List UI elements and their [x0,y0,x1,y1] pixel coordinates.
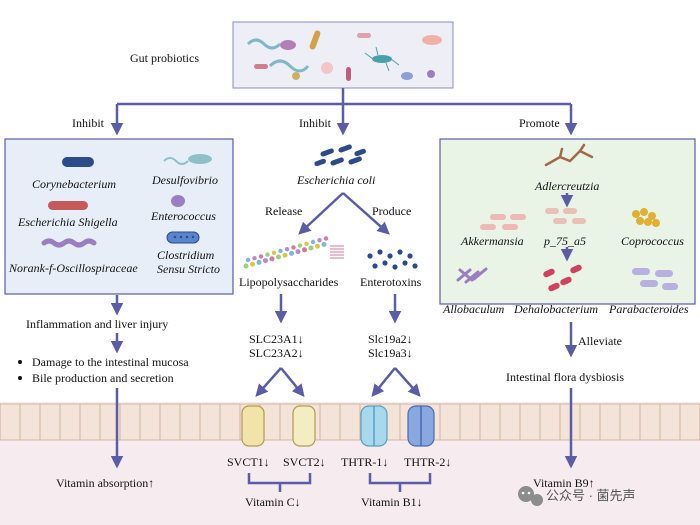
middle-split-arrows [298,192,390,235]
vitamin-c-label: Vitamin C↓ [245,495,301,509]
bacterium-sensu-stricto: Sensu Stricto [157,262,220,276]
watermark-text: 公众号 · 菌先声 [546,488,636,503]
bacterium-desulfovibrio: Desulfovibrio [151,173,218,187]
gene-slc19a2: Slc19a2↓ [368,332,413,346]
produce-label: Produce [372,204,411,218]
branch-connectors [110,88,578,136]
gene-slc19a3: Slc19a3↓ [368,346,413,360]
lps-image [243,236,344,269]
right-bacteria-box [439,138,696,305]
bacterium-p75a5: p_75_a5 [543,234,586,248]
middle-down-arrows [255,294,421,397]
bullet-bile: Bile production and secretion [32,371,174,385]
bacterium-coprococcus: Coprococcus [621,234,684,248]
inhibit-middle-label: Inhibit [299,116,332,130]
enterotoxins-label: Enterotoxins [360,275,422,289]
vitamin-brackets [247,473,432,492]
gene-slc23a2: SLC23A2↓ [249,346,304,360]
bacterium-enterococcus: Enterococcus [150,209,216,223]
inflammation-label: Inflammation and liver injury [26,317,168,331]
transporter-svct2: SVCT2↓ [283,455,326,469]
vitamin-b9-label: Vitamin B9↑ [533,476,595,490]
bacterium-akkermansia: Akkermansia [460,234,524,248]
lps-label: Lipopolysaccharides [239,275,339,289]
top-label: Gut probiotics [130,51,199,65]
bacterium-oscillospiraceae: Norank-f-Oscillospiraceae [8,261,138,275]
bacterium-allobaculum: Allobaculum [442,302,505,316]
probiotics-image [232,21,454,89]
dysbiosis-label: Intestinal flora dysbiosis [506,370,624,384]
bacterium-escherichia-shigella: Escherichia Shigella [17,215,118,229]
vitamin-absorption-label: Vitamin absorption↑ [56,476,154,490]
promote-label: Promote [519,116,560,130]
transporter-thtr2: THTR-2↓ [404,455,451,469]
bacterium-adlercreutzia: Adlercreutzia [534,179,599,193]
alleviate-label: Alleviate [578,334,622,348]
ecoli-label: Escherichia coli [296,173,375,187]
bullet-mucosa: Damage to the intestinal mucosa [32,355,189,369]
watermark: 公众号 · 菌先声 [518,486,636,506]
bacterium-parabacteroides: Parabacteroides [608,302,689,316]
bacterium-clostridium: Clostridium [157,248,215,262]
transporter-svct1: SVCT1↓ [227,455,270,469]
bacterium-dehalobacterium: Dehalobacterium [513,302,598,316]
release-label: Release [265,204,302,218]
bacterium-corynebacterium: Corynebacterium [32,177,116,191]
transporters [241,405,435,447]
gene-slc23a1: SLC23A1↓ [249,332,304,346]
ecoli-image [314,144,366,167]
transporter-thtr1: THTR-1↓ [341,455,388,469]
enterotoxin-image [367,249,418,270]
left-bacteria-box [4,138,234,295]
vitamin-b1-label: Vitamin B1↓ [361,495,423,509]
inhibit-left-label: Inhibit [72,116,105,130]
